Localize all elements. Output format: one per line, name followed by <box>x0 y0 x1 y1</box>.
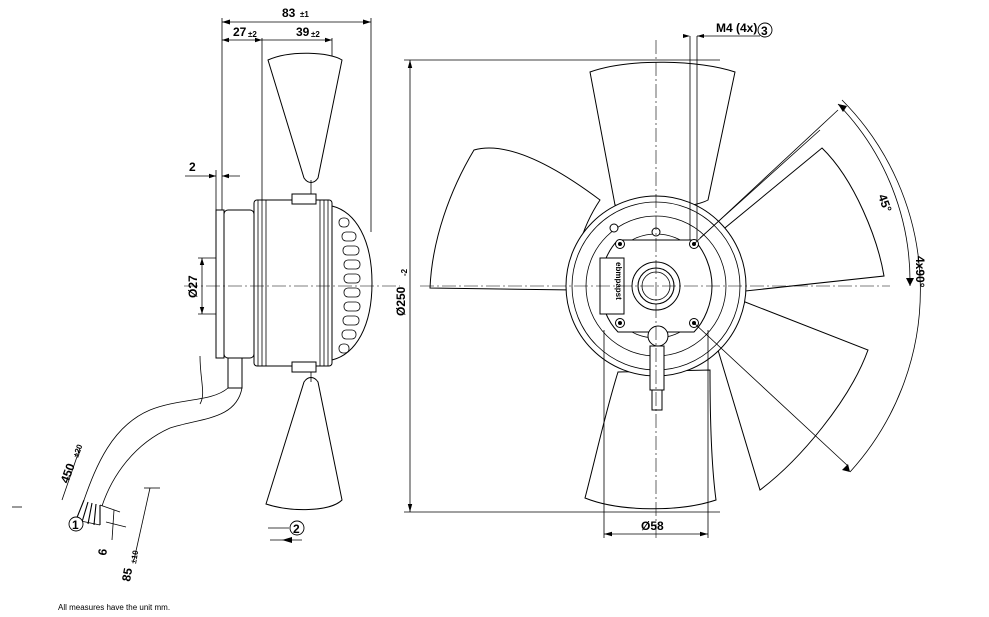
cable-stub <box>651 389 663 411</box>
cable-length-dimension: 450 ±20 <box>58 443 85 501</box>
cable-outline-right <box>101 387 243 507</box>
callout-mount-number: 3 <box>761 24 768 38</box>
flange-thickness-dimension: 2 <box>185 160 240 214</box>
overall-length-tol: ±1 <box>300 10 309 19</box>
upper-blade <box>267 52 343 183</box>
blade-root-top <box>291 193 317 205</box>
lead-length-dimension: 85 ±10 <box>119 487 160 583</box>
overall-length-dimension: 83 ±1 <box>222 6 371 25</box>
mount-thread-label: M4 (4x) <box>716 21 757 35</box>
callout-cable: 1 <box>68 516 84 532</box>
units-footnote: All measures have the unit mm. <box>58 603 171 612</box>
blade-depth-tol: ±2 <box>311 30 320 39</box>
cable-outlet <box>647 325 669 347</box>
strip-length-dimension: 6 <box>95 504 127 557</box>
airflow-arrow-icon <box>282 537 292 543</box>
cable-gland <box>227 357 243 389</box>
lower-blade <box>265 377 343 511</box>
angle-arc-90 <box>841 99 921 473</box>
outer-diameter-dimension: Ø250 -2 <box>394 59 720 513</box>
outer-diameter-tol: -2 <box>400 268 409 276</box>
hole-angle-label: 45° <box>875 192 894 214</box>
mount-thread-callout: M4 (4x) 3 <box>683 21 773 240</box>
cable-outline-left <box>83 387 229 501</box>
outer-diameter-label: Ø250 <box>394 286 408 316</box>
hub-offset-label: 27 <box>233 25 247 39</box>
callout-direction-number: 2 <box>293 522 300 536</box>
blade-top <box>589 61 736 209</box>
label-plate-text: ebmpapst <box>614 262 623 300</box>
cable-length-tol: ±20 <box>71 443 84 459</box>
shaft-diameter-label: Ø27 <box>186 275 200 298</box>
lead-length-tol: ±10 <box>129 549 140 564</box>
blade-bottom-right <box>717 299 869 491</box>
front-view: Ø250 -2 ebmpapst <box>394 21 927 540</box>
hub-diameter-label: Ø58 <box>641 519 664 533</box>
hub-offset-dimension: 27 ±2 <box>222 25 262 43</box>
hole-pattern-label: 4x90° <box>913 256 927 288</box>
blade-root-bottom <box>291 361 317 373</box>
flange-thickness-label: 2 <box>189 160 196 174</box>
overall-length-label: 83 <box>282 6 296 20</box>
callout-cable-number: 1 <box>72 518 79 532</box>
angle-dimensions: 45° 4x90° <box>693 99 927 473</box>
angle-arc-45 <box>837 103 911 287</box>
ground-symbol-icon <box>609 223 619 233</box>
cable-bend <box>199 355 204 405</box>
rotor-cap-slots <box>338 217 361 354</box>
blade-depth-dimension: 39 ±2 <box>262 25 332 43</box>
hub-diameter-dimension: Ø58 <box>603 330 709 538</box>
cable-outlet-sleeve <box>649 345 665 391</box>
callout-direction: 2 <box>268 520 305 543</box>
hub-offset-tol: ±2 <box>248 30 257 39</box>
mounting-flange <box>215 209 225 359</box>
fan-blades <box>429 61 885 510</box>
side-view: 83 ±1 27 ±2 39 ±2 2 <box>12 6 400 583</box>
blade-bottom <box>584 369 717 510</box>
lead-length-label: 85 <box>119 567 135 583</box>
blade-depth-label: 39 <box>296 25 310 39</box>
cable-length-label: 450 <box>58 461 78 485</box>
stator-flange <box>223 209 255 359</box>
strip-length-label: 6 <box>95 547 110 556</box>
